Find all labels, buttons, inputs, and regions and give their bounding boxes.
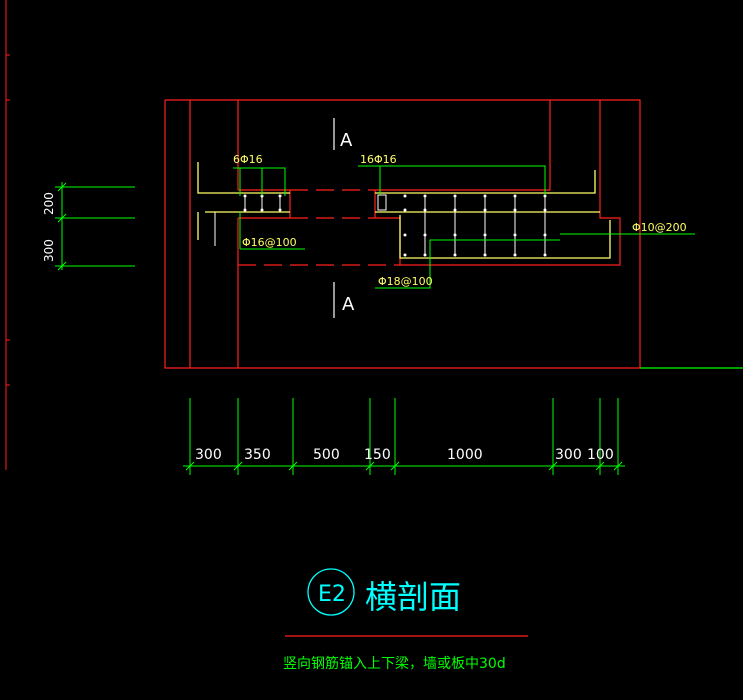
bottom-dimension-text: 300 350 500 150 1000 300 100 (195, 447, 614, 463)
hidden-lines (238, 189, 400, 266)
label-top-right: 16Φ16 (360, 153, 397, 166)
dim-bottom-500: 500 (313, 447, 340, 463)
section-outline (164, 99, 743, 369)
bottom-dimension-lines (183, 398, 625, 475)
dim-bottom-350: 350 (244, 447, 271, 463)
label-stirrup-left: Φ16@100 (242, 236, 297, 249)
left-dimension-lines (55, 182, 135, 271)
leader-lines (233, 165, 695, 289)
label-distribution: Φ10@200 (632, 221, 687, 234)
dim-left-200: 200 (42, 192, 56, 215)
dim-bottom-1000: 1000 (447, 447, 483, 463)
rebar-lines (197, 162, 611, 259)
section-mark-top: A (340, 130, 353, 151)
title-text: 横剖面 (365, 578, 461, 616)
left-frame-lines (5, 0, 10, 470)
title-tag: E2 (318, 582, 346, 607)
title-tag-circle (307, 568, 355, 616)
dim-left-300: 300 (42, 239, 56, 262)
dim-bottom-100: 100 (587, 447, 614, 463)
stirrups (214, 194, 546, 255)
label-stirrup-right: Φ18@100 (378, 275, 433, 288)
note-text: 竖向钢筋锚入上下梁，墙或板中30d (283, 655, 506, 672)
dim-bottom-150: 150 (364, 447, 391, 463)
dim-bottom-300a: 300 (195, 447, 222, 463)
section-mark-bottom: A (342, 294, 355, 315)
dim-bottom-300b: 300 (555, 447, 582, 463)
rebar-dots (243, 194, 547, 257)
label-top-left: 6Φ16 (233, 153, 263, 166)
